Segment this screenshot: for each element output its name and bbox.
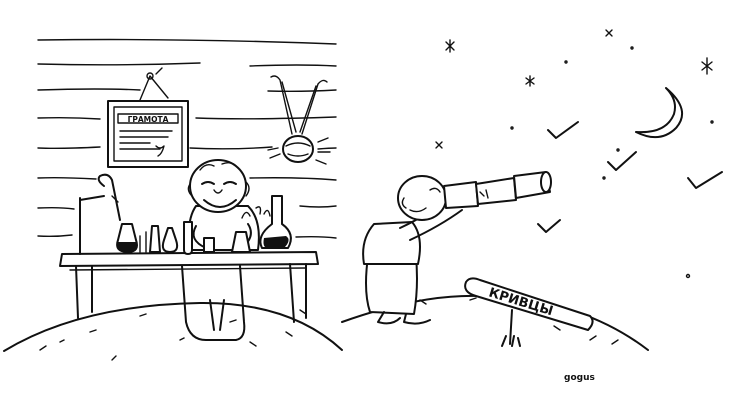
signpost: КРИВЦЫ [464, 277, 594, 347]
glassware [79, 173, 292, 255]
stars [435, 29, 714, 279]
diploma-label: ГРАМОТА [128, 115, 169, 124]
stargazer [362, 171, 552, 325]
medal [267, 75, 331, 165]
signpost-label: КРИВЦЫ [487, 285, 555, 319]
artist-signature: gogus [564, 373, 595, 383]
left-hill [3, 301, 343, 352]
sky-ticks [537, 121, 723, 233]
right-panel: КРИВЦЫ gogus [341, 29, 723, 383]
diploma-frame: ГРАМОТА [107, 67, 189, 168]
lab-table [59, 251, 319, 323]
wall-planks [37, 38, 337, 239]
crescent-moon [635, 87, 684, 139]
left-panel: ГРАМОТА [3, 38, 343, 361]
